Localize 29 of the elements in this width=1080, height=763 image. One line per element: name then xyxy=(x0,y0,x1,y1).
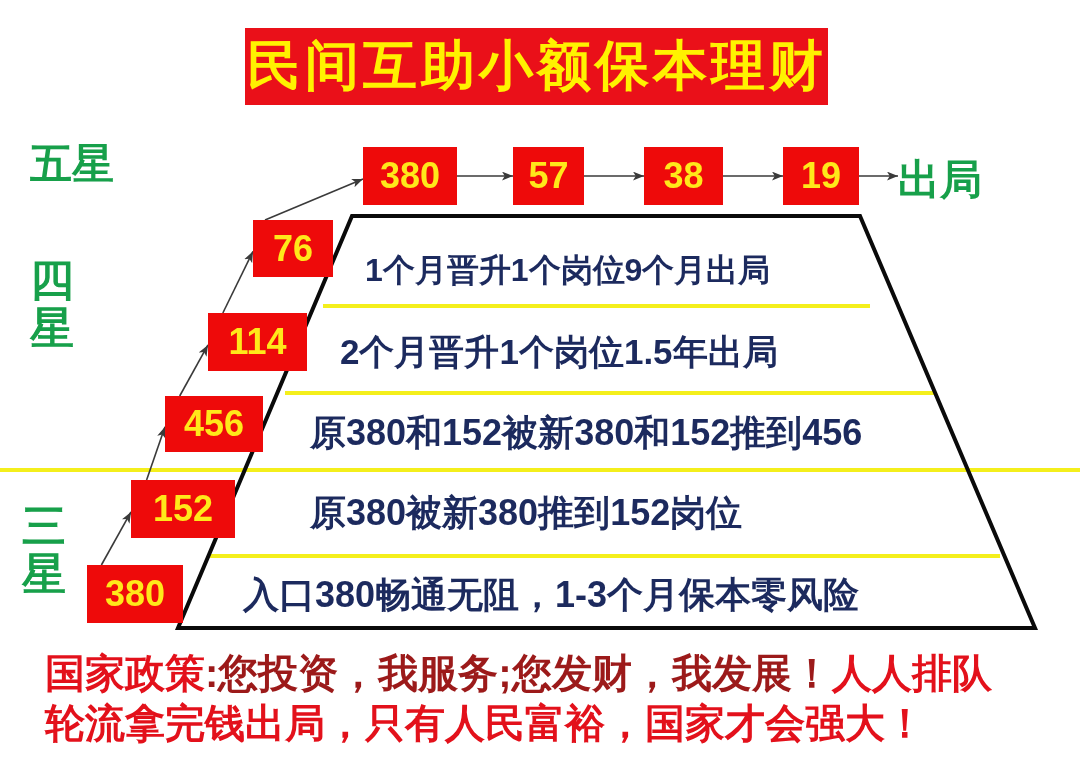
star-level-label: 四星 xyxy=(30,256,74,353)
amount-box: 57 xyxy=(513,147,584,205)
arrow xyxy=(222,250,254,314)
amount-box: 76 xyxy=(253,220,333,277)
amount-box: 380 xyxy=(363,147,457,205)
amount-box: 114 xyxy=(208,313,307,371)
star-level-label: 三星 xyxy=(22,502,66,599)
tier-text: 入口380畅通无阻，1-3个月保本零风险 xyxy=(243,575,860,615)
tier-text: 原380被新380推到152岗位 xyxy=(310,493,743,533)
title-banner: 民间互助小额保本理财 xyxy=(245,28,828,105)
arrow xyxy=(722,171,784,181)
amount-box: 19 xyxy=(783,147,859,205)
tier-text: 原380和152被新380和152推到456 xyxy=(310,413,863,453)
slogan-text: 国家政策:您投资，我服务;您发财，我发展！人人排队轮流拿完钱出局，只有人民富裕，国家才会强大！ xyxy=(45,650,993,747)
exit-label: 出局 xyxy=(898,156,982,204)
amount-box: 456 xyxy=(165,396,263,452)
tier-text: 2个月晋升1个岗位1.5年出局 xyxy=(340,332,778,372)
arrow xyxy=(178,344,209,397)
arrow xyxy=(456,171,514,181)
amount-box: 152 xyxy=(131,480,235,538)
arrow xyxy=(100,511,132,566)
arrow xyxy=(858,171,899,181)
amount-box: 38 xyxy=(644,147,723,205)
star-level-label: 五星 xyxy=(30,140,114,189)
arrow xyxy=(264,178,364,221)
arrow xyxy=(145,426,166,481)
tier-text: 1个月晋升1个岗位9个月出局 xyxy=(365,251,771,290)
amount-box: 380 xyxy=(87,565,183,623)
arrow xyxy=(583,171,645,181)
